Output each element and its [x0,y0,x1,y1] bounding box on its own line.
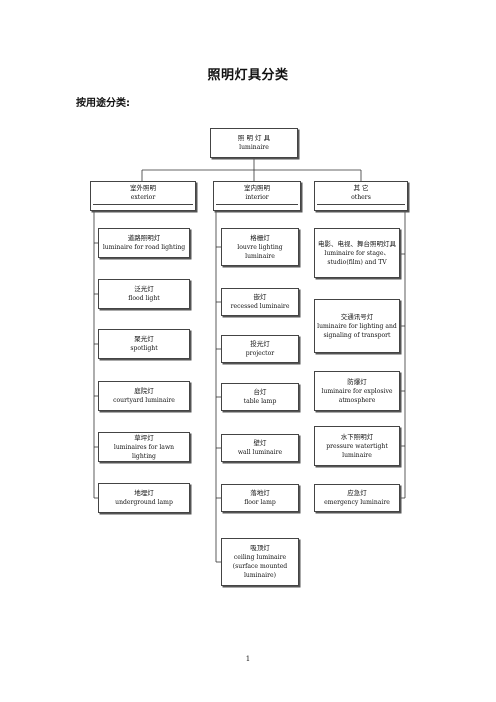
item-label-en: emergency luminaire [324,499,390,506]
category-label-zh: 其 它 [353,184,369,192]
others-item-explosion-proof: 防爆灯 luminaire for explosive atmosphere [314,371,400,411]
header-divider [93,204,193,205]
interior-item-wall: 壁灯 wall luminaire [221,434,299,462]
category-label-zh: 室内照明 [244,184,270,192]
item-label-en: luminaire for road lighting [102,244,186,251]
item-label-zh: 防爆灯 [347,377,367,386]
category-label-zh: 室外照明 [130,184,156,192]
item-label-zh: 电影、电视、舞台照明灯具 [318,239,396,248]
category-label-en: exterior [130,194,156,201]
section-subtitle: 按用途分类: [76,98,130,109]
item-label-zh: 水下照明灯 [340,432,374,441]
item-label-zh: 应急灯 [347,489,367,497]
root-label-en: luminaire [239,144,269,151]
item-label-en: luminaire for explosive atmosphere [321,387,393,404]
item-label-en: luminaires for lawn lighting [113,443,175,460]
item-label-zh: 投光灯 [250,340,270,348]
exterior-item-flood-light: 泛光灯 flood light [98,279,190,309]
item-label-zh: 草坪灯 [134,433,154,442]
item-label-en: pressure watertight luminaire [326,442,388,459]
item-label-en: wall luminaire [237,449,283,456]
item-label-zh: 泛光灯 [134,285,154,293]
others-item-traffic-signal: 交通讯号灯 luminaire for lighting and signali… [314,299,400,353]
item-label-zh: 道路照明灯 [127,234,161,242]
others-item-underwater: 水下照明灯 pressure watertight luminaire [314,426,400,466]
interior-item-louvre: 格栅灯 louvre lighting luminaire [221,228,299,266]
header-divider [317,204,405,205]
item-label-en: spotlight [130,345,158,352]
category-label-en: interior [245,194,269,201]
item-label-zh: 地埋灯 [134,489,154,497]
item-label-en: table lamp [243,398,277,405]
item-label-en: floor lamp [244,499,276,506]
item-label-zh: 落地灯 [250,489,270,497]
header-divider [216,204,298,205]
item-label-en: luminaire for stage、studio(film) and TV [324,249,390,266]
exterior-item-underground: 地埋灯 underground lamp [98,483,190,513]
item-label-en: underground lamp [115,499,173,506]
category-label-en: others [351,194,371,201]
item-label-zh: 交通讯号灯 [340,312,374,321]
item-label-zh: 台灯 [253,388,267,396]
item-label-en: flood light [128,295,160,302]
item-label-en: louvre lighting luminaire [237,243,283,260]
item-label-en: recessed luminaire [230,303,290,310]
interior-item-recessed: 嵌灯 recessed luminaire [221,288,299,316]
page-number: 1 [245,655,251,663]
item-label-en: courtyard luminaire [113,397,175,404]
item-label-en: projector [245,350,275,357]
exterior-item-spotlight: 聚光灯 spotlight [98,329,190,359]
others-item-emergency: 应急灯 emergency luminaire [314,484,400,512]
item-label-zh: 聚光灯 [134,335,154,343]
category-header-others: 其 它 others [314,181,408,211]
root-node: 照 明 灯 具 luminaire [210,128,298,158]
category-header-exterior: 室外照明 exterior [90,181,196,211]
others-item-stage-film-tv: 电影、电视、舞台照明灯具 luminaire for stage、studio(… [314,228,400,278]
item-label-zh: 庭院灯 [134,387,154,395]
exterior-item-courtyard: 庭院灯 courtyard luminaire [98,381,190,411]
item-label-zh: 嵌灯 [253,293,267,301]
interior-item-table-lamp: 台灯 table lamp [221,383,299,411]
exterior-item-road-lighting: 道路照明灯 luminaire for road lighting [98,228,190,258]
root-label-zh: 照 明 灯 具 [237,134,271,142]
interior-item-projector: 投光灯 projector [221,335,299,363]
exterior-item-lawn: 草坪灯 luminaires for lawn lighting [98,432,190,462]
item-label-en: luminaire for lighting and signaling of … [317,322,397,339]
item-label-en: ceiling luminaire (surface mounted lumin… [232,554,288,579]
category-header-interior: 室内照明 interior [213,181,301,211]
document-title: 照明灯具分类 [207,68,289,83]
interior-item-ceiling: 吸顶灯 ceiling luminaire (surface mounted l… [221,538,299,586]
item-label-zh: 格栅灯 [250,233,270,242]
item-label-zh: 壁灯 [253,439,267,447]
interior-item-floor-lamp: 落地灯 floor lamp [221,484,299,512]
item-label-zh: 吸顶灯 [250,544,270,552]
